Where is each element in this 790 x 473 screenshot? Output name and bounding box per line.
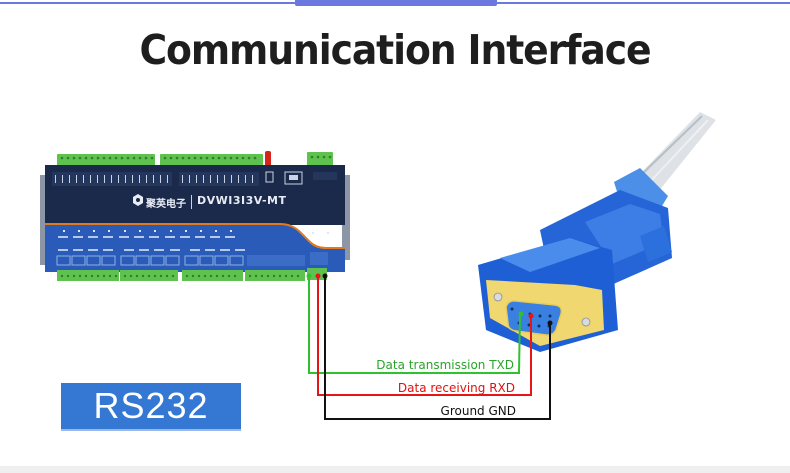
txd-label: Data transmission TXD <box>376 358 514 372</box>
device-brand-label: 聚英电子 <box>146 199 186 210</box>
io-controller-device <box>40 151 350 281</box>
top-accent-tab <box>295 0 497 6</box>
page-title: Communication Interface <box>139 26 651 74</box>
device-model-label: DVWI3I3V-MT <box>197 194 287 207</box>
wire-txd <box>306 273 524 374</box>
brand-logo-icon <box>133 194 143 206</box>
antenna-icon <box>265 151 271 166</box>
bottom-divider <box>0 466 790 473</box>
wire-gnd <box>322 273 553 420</box>
sim-slot-icon <box>265 171 274 183</box>
db9-serial-connector <box>478 112 716 352</box>
rxd-label: Data receiving RXD <box>397 381 515 395</box>
ethernet-port-icon <box>284 171 303 185</box>
gnd-label: Ground GND <box>440 404 516 418</box>
top-terminal-blocks <box>57 152 333 168</box>
wire-rxd <box>315 273 534 396</box>
rs232-badge: RS232 <box>61 383 241 431</box>
bottom-terminal-blocks <box>57 268 327 281</box>
